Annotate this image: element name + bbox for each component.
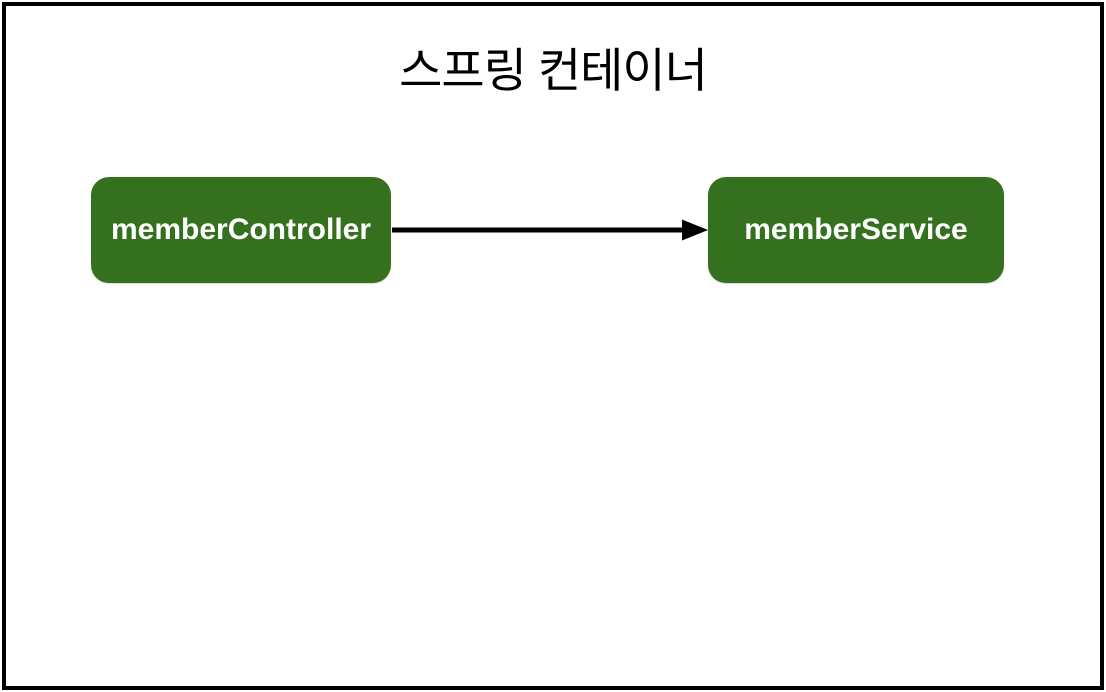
node-member-service: memberService bbox=[708, 177, 1004, 283]
node-member-controller: memberController bbox=[91, 177, 391, 283]
diagram-title: 스프링 컨테이너 bbox=[399, 44, 708, 97]
arrowhead-icon bbox=[682, 219, 708, 241]
node-member-service-label: memberService bbox=[744, 213, 968, 246]
edge-controller-to-service bbox=[392, 219, 708, 241]
node-member-controller-label: memberController bbox=[110, 213, 372, 246]
